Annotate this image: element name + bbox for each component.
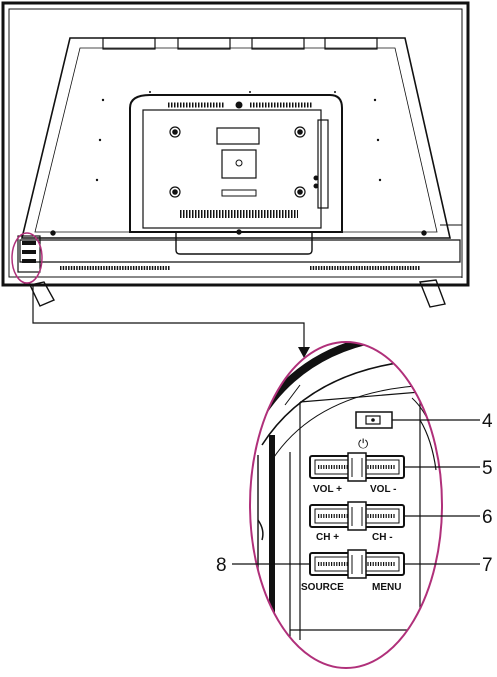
source-menu-rocker (309, 549, 405, 579)
callout-number-volume: 5 (482, 458, 493, 479)
side-button-cluster (17, 235, 41, 273)
base-screw (236, 229, 242, 235)
top-vent-slot (177, 37, 231, 50)
stand-foot-right (419, 279, 446, 308)
callout-number-power: 4 (482, 411, 493, 432)
callout-connector (32, 285, 305, 349)
side-button-cluster-keys (22, 241, 36, 263)
lower-base-step (175, 232, 313, 255)
power-symbol-label: ⏻ (358, 437, 368, 452)
side-port (313, 175, 319, 181)
callout-lines (232, 419, 480, 565)
top-vent-slot (251, 37, 305, 50)
right-edge-detail (440, 224, 463, 278)
center-panel (129, 94, 343, 233)
menu-label: MENU (372, 582, 401, 593)
callout-number-menu: 7 (482, 555, 493, 576)
side-port (313, 183, 319, 189)
callout-number-source: 8 (216, 555, 227, 576)
callout-connector-arrow (298, 347, 310, 358)
top-vent-slot (324, 37, 378, 50)
button-area-highlight (11, 232, 43, 284)
label-plate (221, 189, 257, 197)
screw-dots (95, 91, 382, 182)
vol-minus-label: VOL - (370, 484, 396, 495)
base-screw (421, 230, 427, 236)
center-top-screw (235, 101, 243, 109)
magnifier-oval (249, 341, 443, 669)
base-screw (50, 230, 56, 236)
back-cover (20, 37, 451, 239)
side-port-column (317, 119, 329, 209)
stand-foot-left (28, 281, 55, 307)
source-label: SOURCE (301, 582, 344, 593)
label-plate (221, 149, 257, 179)
top-vent-slot (102, 37, 156, 50)
volume-rocker (309, 452, 405, 482)
channel-rocker (309, 501, 405, 531)
vesa-mount-holes (169, 126, 306, 198)
ch-plus-label: CH + (316, 532, 339, 543)
back-cover-inner (34, 47, 438, 233)
center-screw (235, 159, 243, 167)
tv-inner-frame (8, 8, 463, 278)
vol-plus-label: VOL + (313, 484, 342, 495)
center-mount-plate (142, 109, 322, 229)
power-button (355, 411, 393, 429)
tv-rear-view (1, 1, 470, 308)
label-plate (216, 127, 260, 145)
magnified-view: ⏻ VOL + VOL - CH + (249, 341, 443, 669)
callout-number-channel: 6 (482, 507, 493, 528)
lower-body (19, 239, 461, 263)
ch-minus-label: CH - (372, 532, 393, 543)
tv-outer-frame (1, 1, 470, 287)
